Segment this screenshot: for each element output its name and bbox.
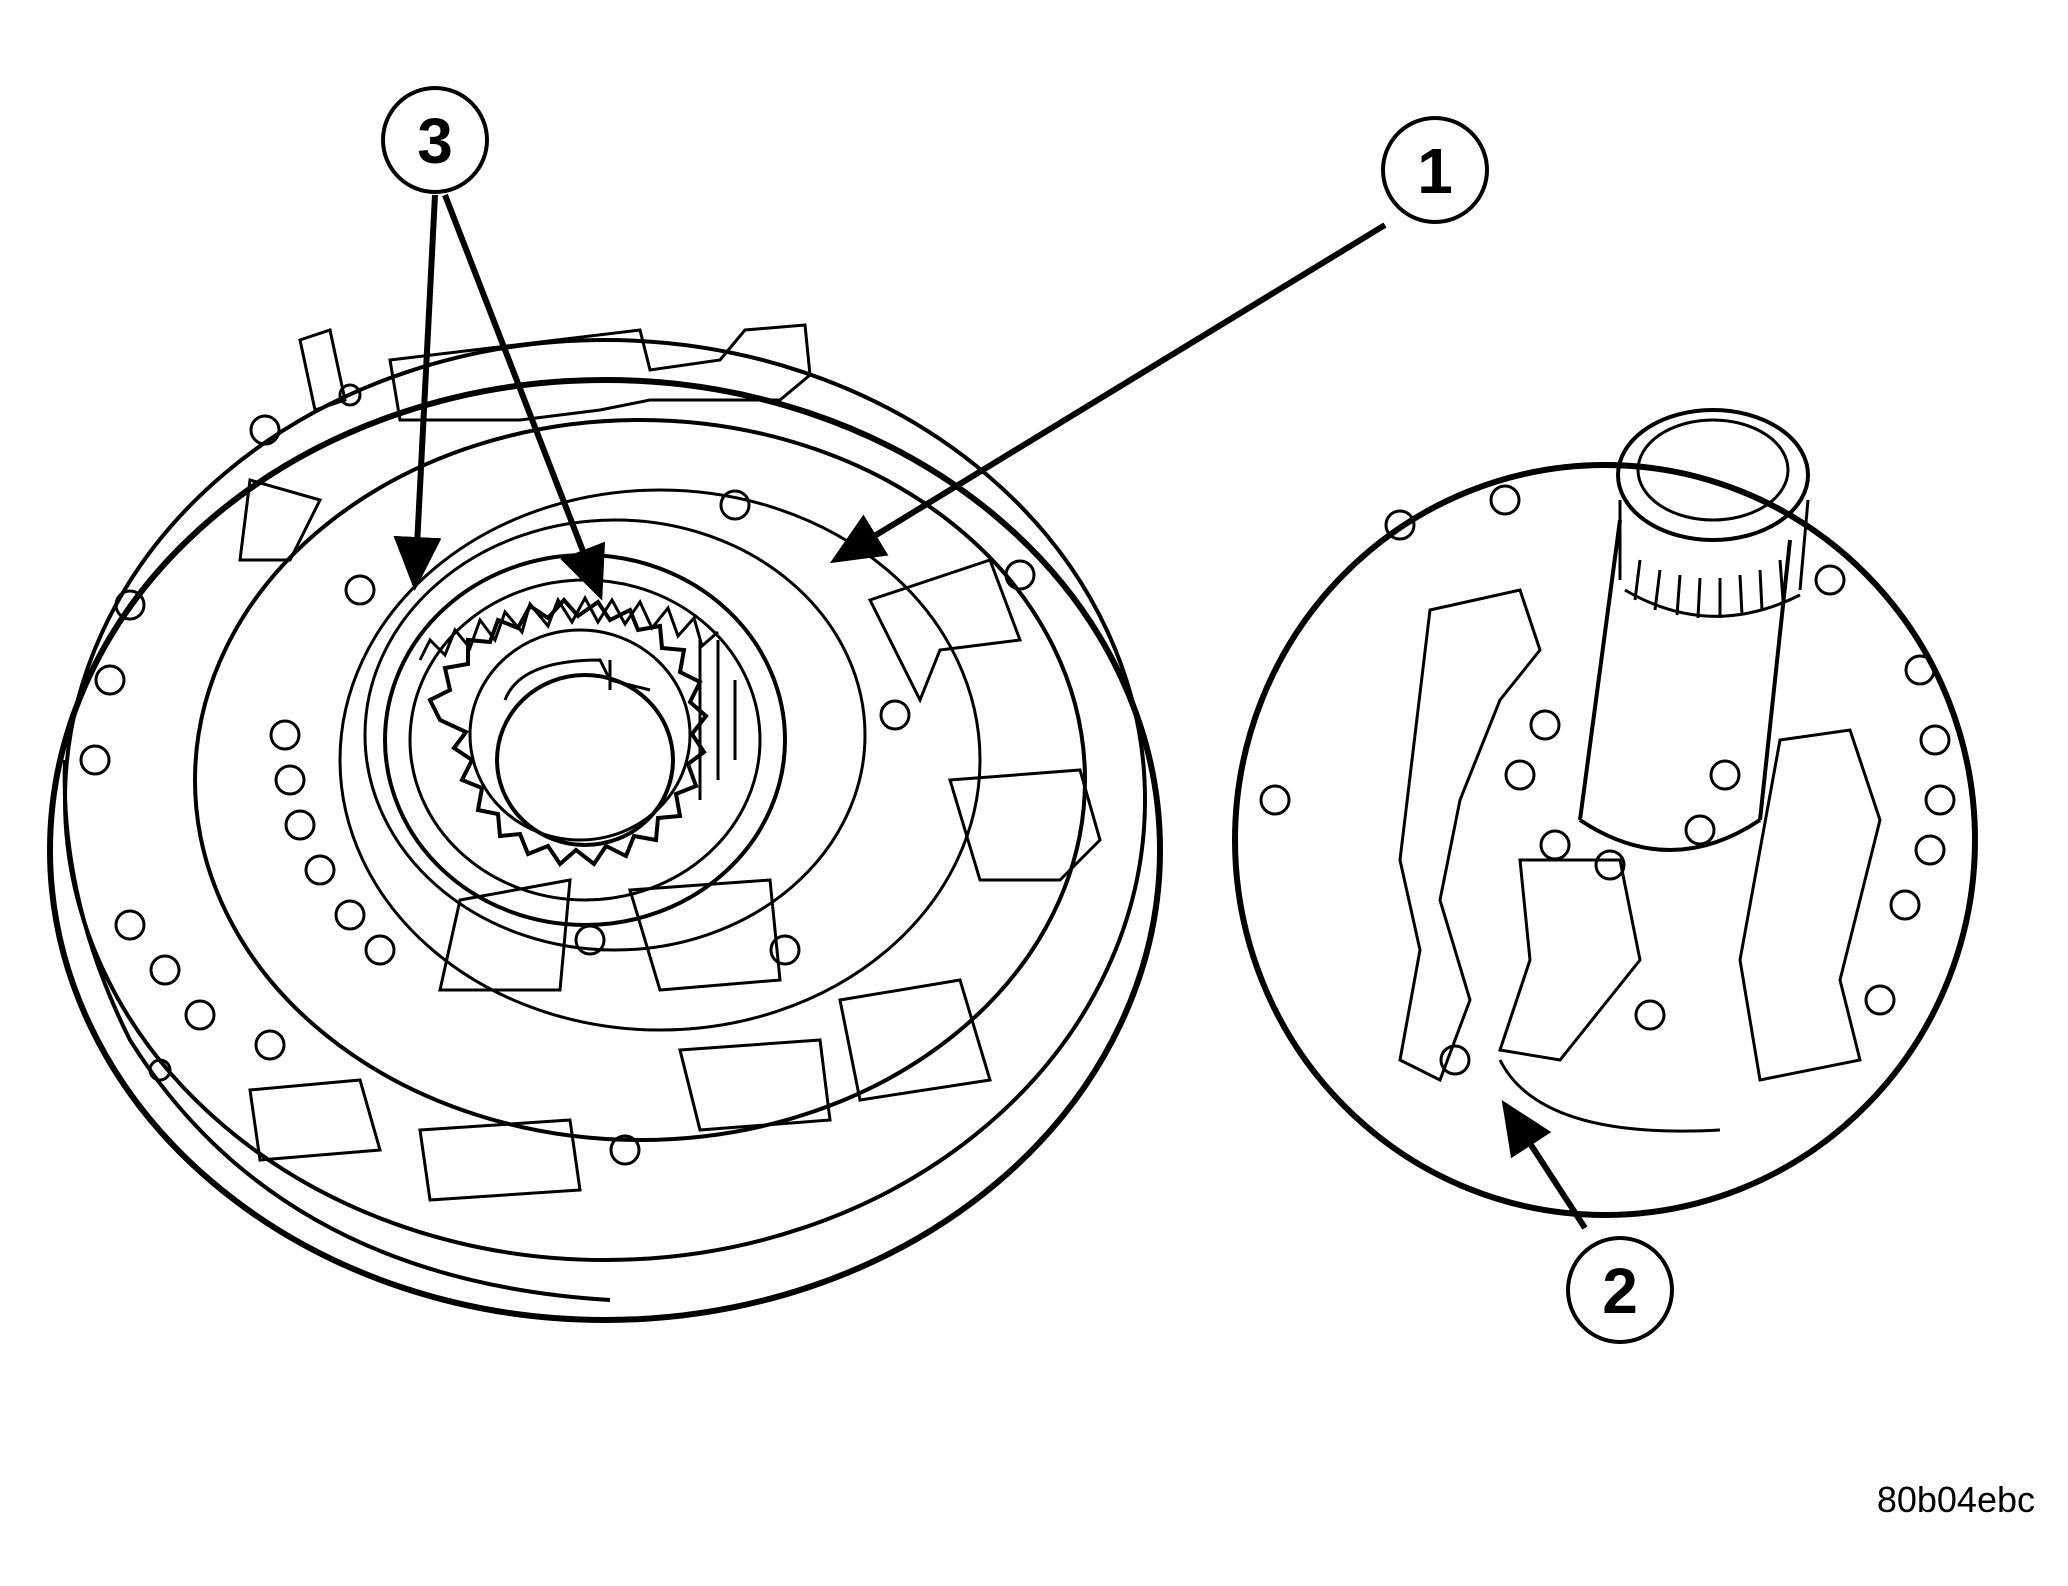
support-holes [1259,484,1956,1076]
callout-1-arrow [829,222,1387,564]
callout-2: 2 [1501,1099,1674,1344]
pump-body-passages [238,323,1102,1202]
callout-2-label: 2 [1602,1255,1638,1327]
figure-code: 80b04ebc [1877,1479,2035,1520]
callout-3-arrow-outer-gear [393,194,442,591]
reaction-shaft [1578,408,1810,852]
pump-body-holes [79,383,1036,1166]
callout-1-label: 1 [1417,135,1453,207]
callout-3: 3 [381,86,606,601]
inner-gear [427,596,709,868]
callout-1: 1 [829,116,1489,564]
callout-2-arrow [1501,1099,1588,1230]
callout-3-arrow-inner-gear [442,193,606,601]
reaction-shaft-support [1232,408,1978,1218]
pump-body [47,323,1163,1323]
callout-3-label: 3 [417,105,453,177]
